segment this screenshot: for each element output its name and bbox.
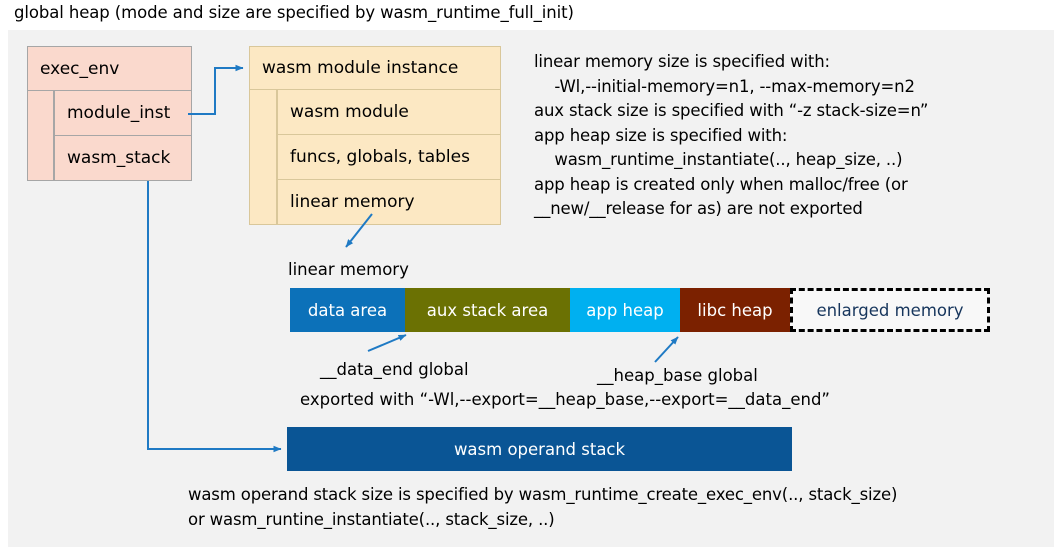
data-end-annotation: __data_end global bbox=[320, 360, 469, 379]
memory-segment-app-heap-label: app heap bbox=[586, 300, 664, 320]
page-title: global heap (mode and size are specified… bbox=[14, 3, 574, 22]
wasm-operand-stack-label: wasm operand stack bbox=[453, 439, 626, 459]
heap-base-annotation: __heap_base global bbox=[597, 366, 758, 385]
memory-segment-aux-stack-area-label: aux stack area bbox=[426, 300, 549, 320]
module-inst-label: module_inst bbox=[67, 103, 171, 123]
exec-env-header-label: exec_env bbox=[40, 58, 120, 79]
linear-memory-field-label: linear memory bbox=[290, 192, 415, 212]
memory-segment-libc-heap: libc heap bbox=[680, 288, 790, 332]
module-instance-field-linear-memory: linear memory bbox=[277, 180, 501, 225]
memory-segment-data-area-label: data area bbox=[307, 300, 388, 320]
memory-segment-enlarged-memory-label: enlarged memory bbox=[816, 300, 964, 320]
memory-segment-libc-heap-label: libc heap bbox=[697, 300, 773, 320]
module-instance-header-box: wasm module instance bbox=[249, 46, 501, 90]
wasm-stack-label: wasm_stack bbox=[67, 148, 171, 168]
funcs-globals-tables-label: funcs, globals, tables bbox=[290, 147, 470, 167]
wasm-module-label: wasm module bbox=[290, 102, 409, 122]
memory-segment-aux-stack-area: aux stack area bbox=[405, 288, 570, 332]
exec-env-indent-column bbox=[27, 91, 54, 181]
memory-config-note: linear memory size is specified with: -W… bbox=[534, 52, 929, 218]
module-instance-indent-column bbox=[249, 90, 277, 225]
operand-stack-note: wasm operand stack size is specified by … bbox=[188, 485, 898, 529]
memory-segment-enlarged-memory: enlarged memory bbox=[790, 288, 990, 332]
exec-env-header-box: exec_env bbox=[27, 46, 192, 91]
wasm-operand-stack-box: wasm operand stack bbox=[287, 427, 792, 471]
exec-env-field-module-inst: module_inst bbox=[54, 91, 192, 136]
memory-segment-app-heap: app heap bbox=[570, 288, 680, 332]
exec-env-field-wasm-stack: wasm_stack bbox=[54, 136, 192, 181]
module-instance-header-label: wasm module instance bbox=[262, 58, 459, 78]
module-instance-field-funcs-globals-tables: funcs, globals, tables bbox=[277, 135, 501, 180]
memory-segment-data-area: data area bbox=[290, 288, 405, 332]
exported-with-annotation: exported with “-Wl,--export=__heap_base,… bbox=[300, 390, 830, 409]
linear-memory-bar-label: linear memory bbox=[288, 260, 409, 279]
module-instance-field-wasm-module: wasm module bbox=[277, 90, 501, 135]
